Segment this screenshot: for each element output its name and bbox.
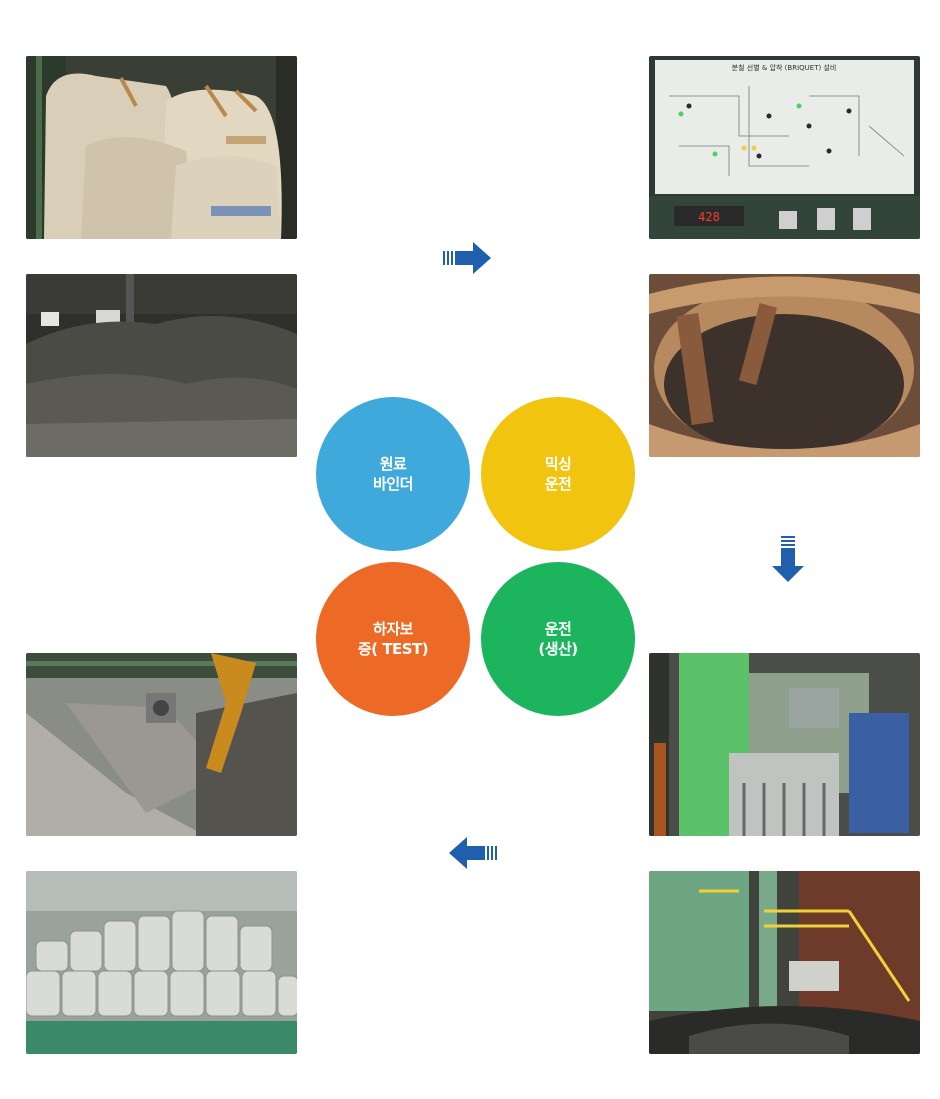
- step-operation-line2: (생산): [538, 640, 578, 658]
- arrow-right-icon: [443, 242, 491, 274]
- step-warranty-test-line1: 하자보: [373, 620, 413, 638]
- step-operation-line1: 운전: [544, 620, 572, 638]
- photo-mixer-drum: [649, 274, 920, 457]
- step-operation-circle: 운전 (생산): [481, 562, 635, 716]
- step-mixing-line2: 운전: [544, 475, 572, 493]
- control-panel-title: 분철 선별 & 압착 (BRIQUET) 설비: [732, 63, 837, 72]
- step-raw-material-line2: 바인더: [373, 475, 413, 493]
- step-raw-material-circle: 원료 바인더: [316, 397, 470, 551]
- photo-plant-structure: [649, 871, 920, 1054]
- step-warranty-test-line2: 증( TEST): [357, 640, 429, 658]
- control-panel-display: 428: [698, 210, 720, 224]
- photo-briquet-press: [649, 653, 920, 836]
- step-mixing-line1: 믹싱: [544, 455, 572, 473]
- step-raw-material-line1: 원료: [379, 455, 407, 473]
- photo-raw-material-bags: [26, 56, 297, 239]
- photo-material-pile: [26, 274, 297, 457]
- step-mixing-circle: 믹싱 운전: [481, 397, 635, 551]
- photo-control-panel: 분철 선별 & 압착 (BRIQUET) 설비 428: [649, 56, 920, 239]
- arrow-down-icon: [772, 536, 804, 582]
- step-warranty-test-circle: 하자보 증( TEST): [316, 562, 470, 716]
- photo-warehouse-bags: [26, 871, 297, 1054]
- photo-excavator-pile: [26, 653, 297, 836]
- arrow-left-icon: [449, 837, 497, 869]
